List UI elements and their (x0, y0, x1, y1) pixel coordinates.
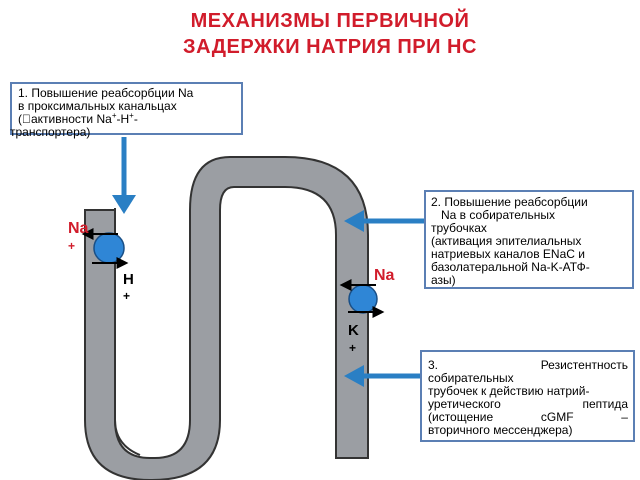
annotation-box-collecting: 2. Повышение реабсорбции Na в собиратель… (424, 190, 634, 289)
box2-line-5: натриевых каналов ENaC и (431, 247, 585, 261)
ion-na-left: Na (68, 220, 89, 237)
box3-line-6: вторичного мессенджера) (428, 423, 573, 437)
renal-tubule (84, 156, 369, 480)
annotation-box-proximal: 1. Повышение реабсорбции Na в проксималь… (10, 82, 243, 139)
ion-k-right-charge: + (349, 341, 357, 355)
box3-line-4: уретического пептида (428, 397, 628, 411)
box2-line-7: азы) (431, 273, 456, 287)
arrow-box2-head (344, 210, 364, 232)
box3-line-1: 3. Резистентность (428, 358, 628, 372)
box2-line-6: базолатеральной Na-K-АТФ- (431, 260, 590, 274)
ion-na-right: Na (374, 267, 395, 284)
pump-right-icon (348, 284, 378, 314)
diagram-title: МЕХАНИЗМЫ ПЕРВИЧНОЙ ЗАДЕРЖКИ НАТРИЯ ПРИ … (130, 8, 530, 60)
tubule-left-limb (114, 208, 141, 456)
ion-h-left: H (123, 271, 134, 288)
box3-line-2: собирательных (428, 371, 514, 385)
title-line-2: ЗАДЕРЖКИ НАТРИЯ ПРИ НС (183, 36, 477, 58)
annotation-box-resistance: 3. Резистентность собирательных трубочек… (420, 350, 635, 442)
box2-line-3: трубочках (431, 221, 487, 235)
ion-na-left-charge: + (68, 239, 76, 253)
arrow-box3-head (344, 365, 364, 387)
box2-line-4: (активация эпителиальных (431, 234, 582, 248)
box1-line-4: транспортера) (10, 125, 91, 139)
box2-line-2: Na в собирательных (431, 208, 555, 222)
ion-k-right: K (348, 322, 359, 339)
box1-line-2: в проксимальных канальцах (18, 99, 177, 113)
arrow-box1-head (112, 195, 136, 214)
box2-line-1: 2. Повышение реабсорбции (431, 195, 588, 209)
box1-line-1: 1. Повышение реабсорбции Na (18, 86, 194, 100)
title-line-1: МЕХАНИЗМЫ ПЕРВИЧНОЙ (190, 10, 470, 32)
ion-h-left-charge: + (123, 289, 131, 303)
pump-left-icon (93, 232, 125, 264)
box1-line-3: (активности Na+-H+- (18, 111, 138, 126)
box3-line-5: (истощение cGMF – (428, 410, 628, 424)
box3-line-3: трубочек к действию натрий- (428, 384, 590, 398)
